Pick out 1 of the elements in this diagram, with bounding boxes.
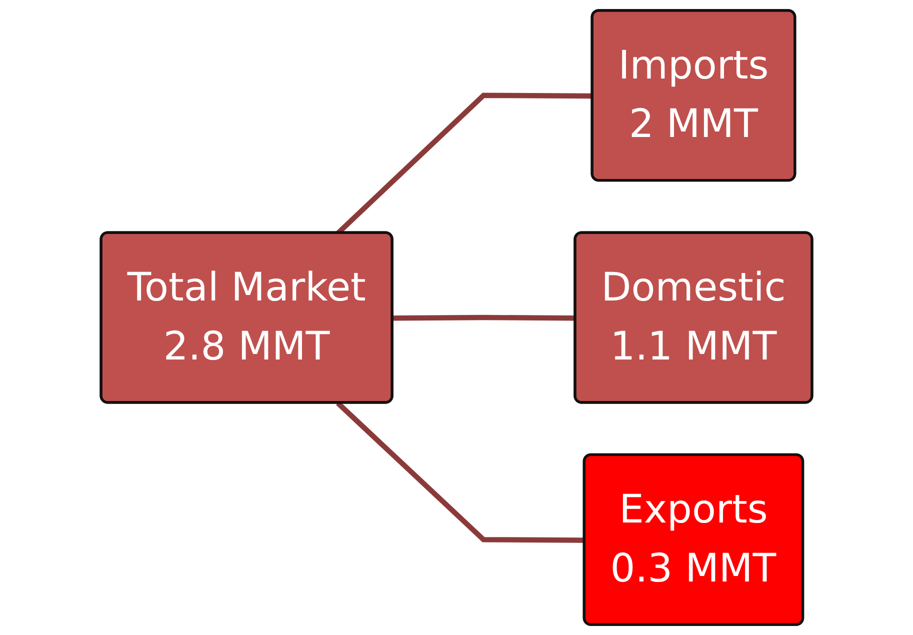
connector bbox=[336, 401, 585, 543]
